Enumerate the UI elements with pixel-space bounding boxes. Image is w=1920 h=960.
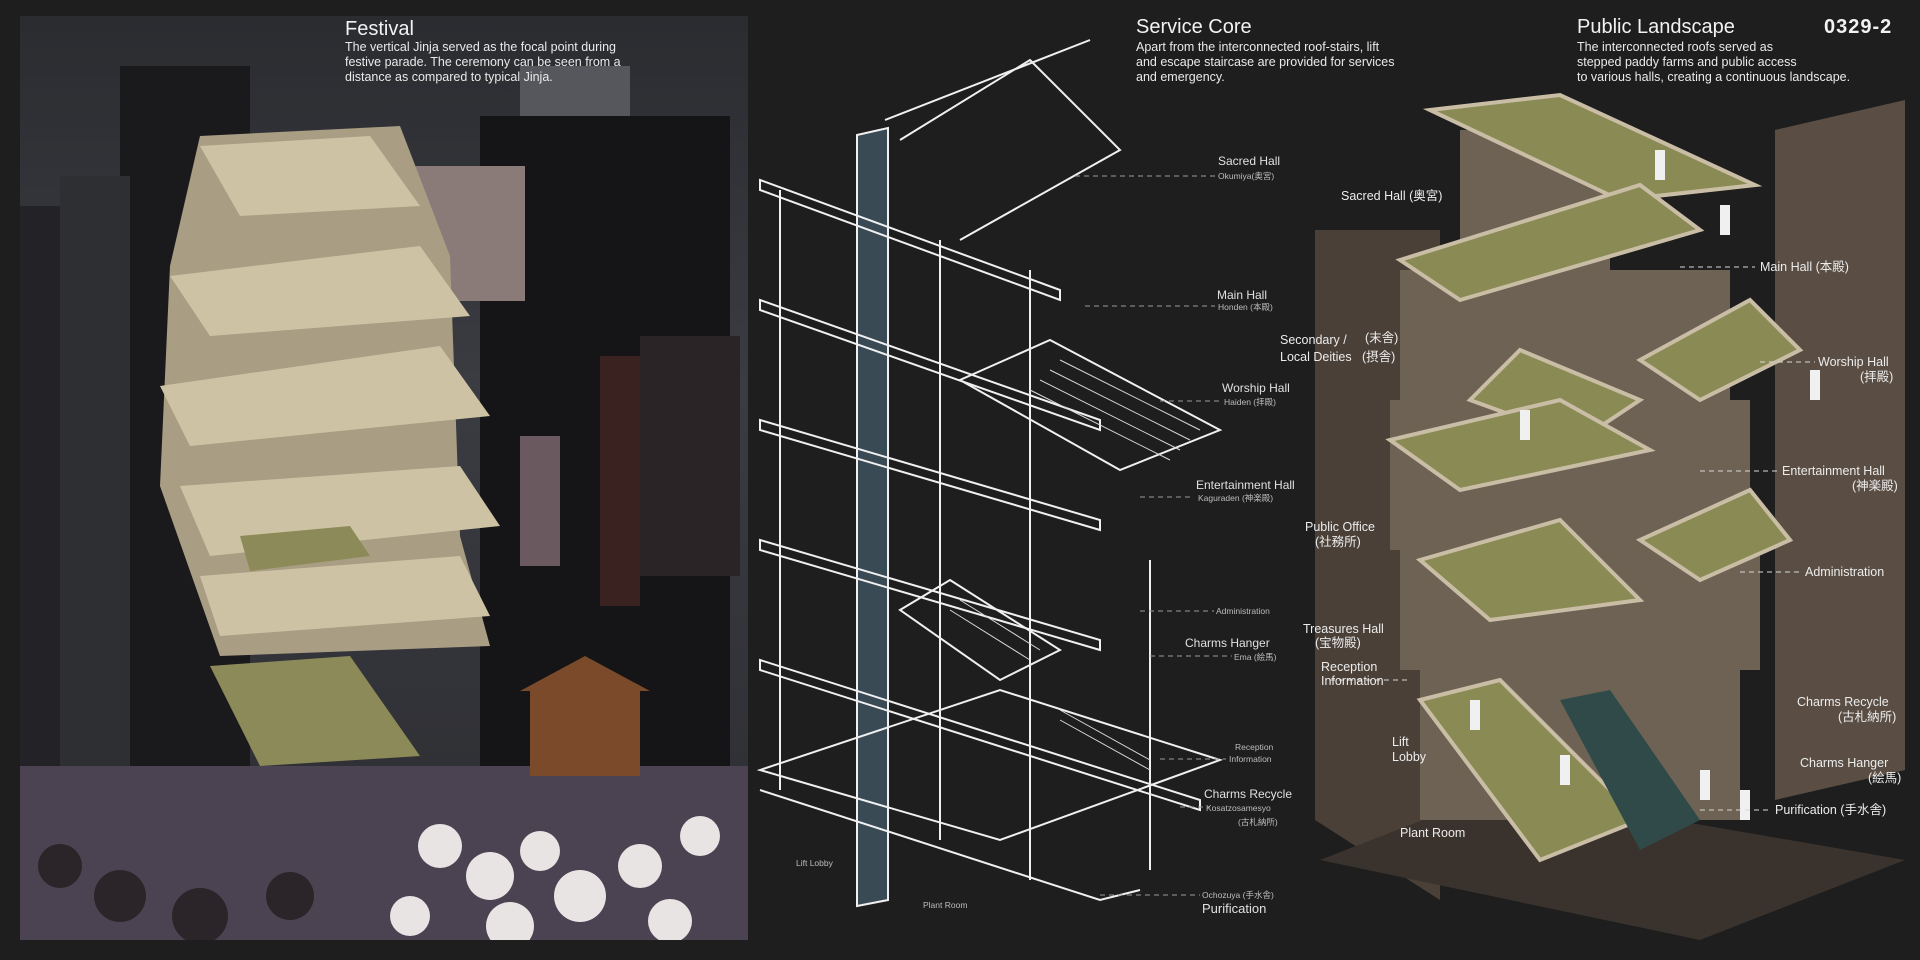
sc-label-plant-room: Plant Room <box>923 900 968 910</box>
sc-label-sacred-hall-sub: Okumiya(奥宮) <box>1218 171 1275 181</box>
sc-label-lift-lobby: Lift Lobby <box>796 858 833 868</box>
public-landscape-title: Public Landscape <box>1577 16 1735 38</box>
pl-label-charms-hanger-jp: (絵馬) <box>1868 771 1902 785</box>
pl-label-entertainment-hall: Entertainment Hall <box>1782 464 1885 478</box>
sc-label-purification: Purification <box>1202 901 1267 916</box>
pl-label-lobby: Lobby <box>1392 750 1427 764</box>
pl-label-charms-recycle-jp: (古札納所) <box>1838 710 1897 724</box>
pl-label-secondary: Secondary / <box>1280 333 1347 347</box>
pl-label-treasures-hall: Treasures Hall <box>1303 622 1384 636</box>
sc-label-charms-recycle: Charms Recycle <box>1204 787 1293 801</box>
festival-title: Festival <box>345 18 414 40</box>
pl-description-line: to various halls, creating a continuous … <box>1577 70 1851 84</box>
pl-label-charms-recycle: Charms Recycle <box>1797 695 1889 709</box>
pl-label-local-deities-jp: (摂舎) <box>1362 350 1396 364</box>
sc-label-reception: Reception <box>1235 742 1274 752</box>
pl-label-secondary-jp: (末舎) <box>1365 331 1399 345</box>
festival-description: The vertical Jinja served as the focal p… <box>345 40 621 84</box>
service-core-title: Service Core <box>1136 16 1252 38</box>
pl-description-line: The interconnected roofs served as <box>1577 40 1773 54</box>
pl-label-reception: Reception <box>1321 660 1378 674</box>
sc-label-worship-hall: Worship Hall <box>1222 381 1290 395</box>
sc-label-sacred-hall: Sacred Hall <box>1218 154 1281 168</box>
sc-label-charms-recycle-jp: (古札納所) <box>1238 817 1278 827</box>
sc-label-main-hall-sub: Honden (本殿) <box>1218 302 1273 312</box>
service-core-description: Apart from the interconnected roof-stair… <box>1136 40 1395 84</box>
pl-description-line: stepped paddy farms and public access <box>1577 55 1797 69</box>
festival-photo-panel: Festival The vertical Jinja served as th… <box>20 16 748 940</box>
pl-label-worship-hall: Worship Hall <box>1818 355 1889 369</box>
sc-label-information: Information <box>1229 754 1272 764</box>
pl-label-entertainment-hall-jp: (神楽殿) <box>1852 479 1898 493</box>
sc-label-charms-hanger: Charms Hanger <box>1185 636 1270 650</box>
pl-label-plant-room: Plant Room <box>1400 826 1466 840</box>
pl-label-lift: Lift <box>1392 735 1409 749</box>
sc-label-worship-hall-sub: Haiden (拝殿) <box>1224 397 1276 407</box>
pl-label-purification: Purification (手水舎) <box>1775 803 1887 817</box>
sc-label-entertainment-hall: Entertainment Hall <box>1196 478 1295 492</box>
pl-label-worship-hall-jp: (拝殿) <box>1860 370 1894 384</box>
pl-label-main-hall: Main Hall (本殿) <box>1760 260 1849 274</box>
pl-label-public-office-jp: (社務所) <box>1315 535 1361 549</box>
sc-label-administration: Administration <box>1216 606 1270 616</box>
sc-label-main-hall: Main Hall <box>1217 288 1268 302</box>
pl-label-sacred-hall: Sacred Hall (奥宮) <box>1341 189 1443 203</box>
pl-label-local-deities: Local Deities <box>1280 350 1352 364</box>
sc-label-charms-recycle-sub: Kosatzosamesyo <box>1206 803 1271 813</box>
sc-label-charms-hanger-sub: Ema (絵馬) <box>1234 652 1277 662</box>
public-landscape-description: The interconnected roofs served as stepp… <box>1577 40 1850 85</box>
sc-label-purification-sub: Ochozuya (手水舎) <box>1202 890 1274 900</box>
board-code: 0329-2 <box>1824 16 1893 38</box>
sc-label-entertainment-hall-sub: Kaguraden (神楽殿) <box>1198 493 1274 503</box>
pl-label-administration: Administration <box>1805 565 1885 579</box>
festival-scene-illustration <box>20 66 748 940</box>
pl-label-information: Information <box>1321 674 1384 688</box>
pl-label-public-office: Public Office <box>1305 520 1375 534</box>
pl-label-charms-hanger: Charms Hanger <box>1800 756 1889 770</box>
pl-label-treasures-hall-jp: (宝物殿) <box>1315 636 1361 650</box>
